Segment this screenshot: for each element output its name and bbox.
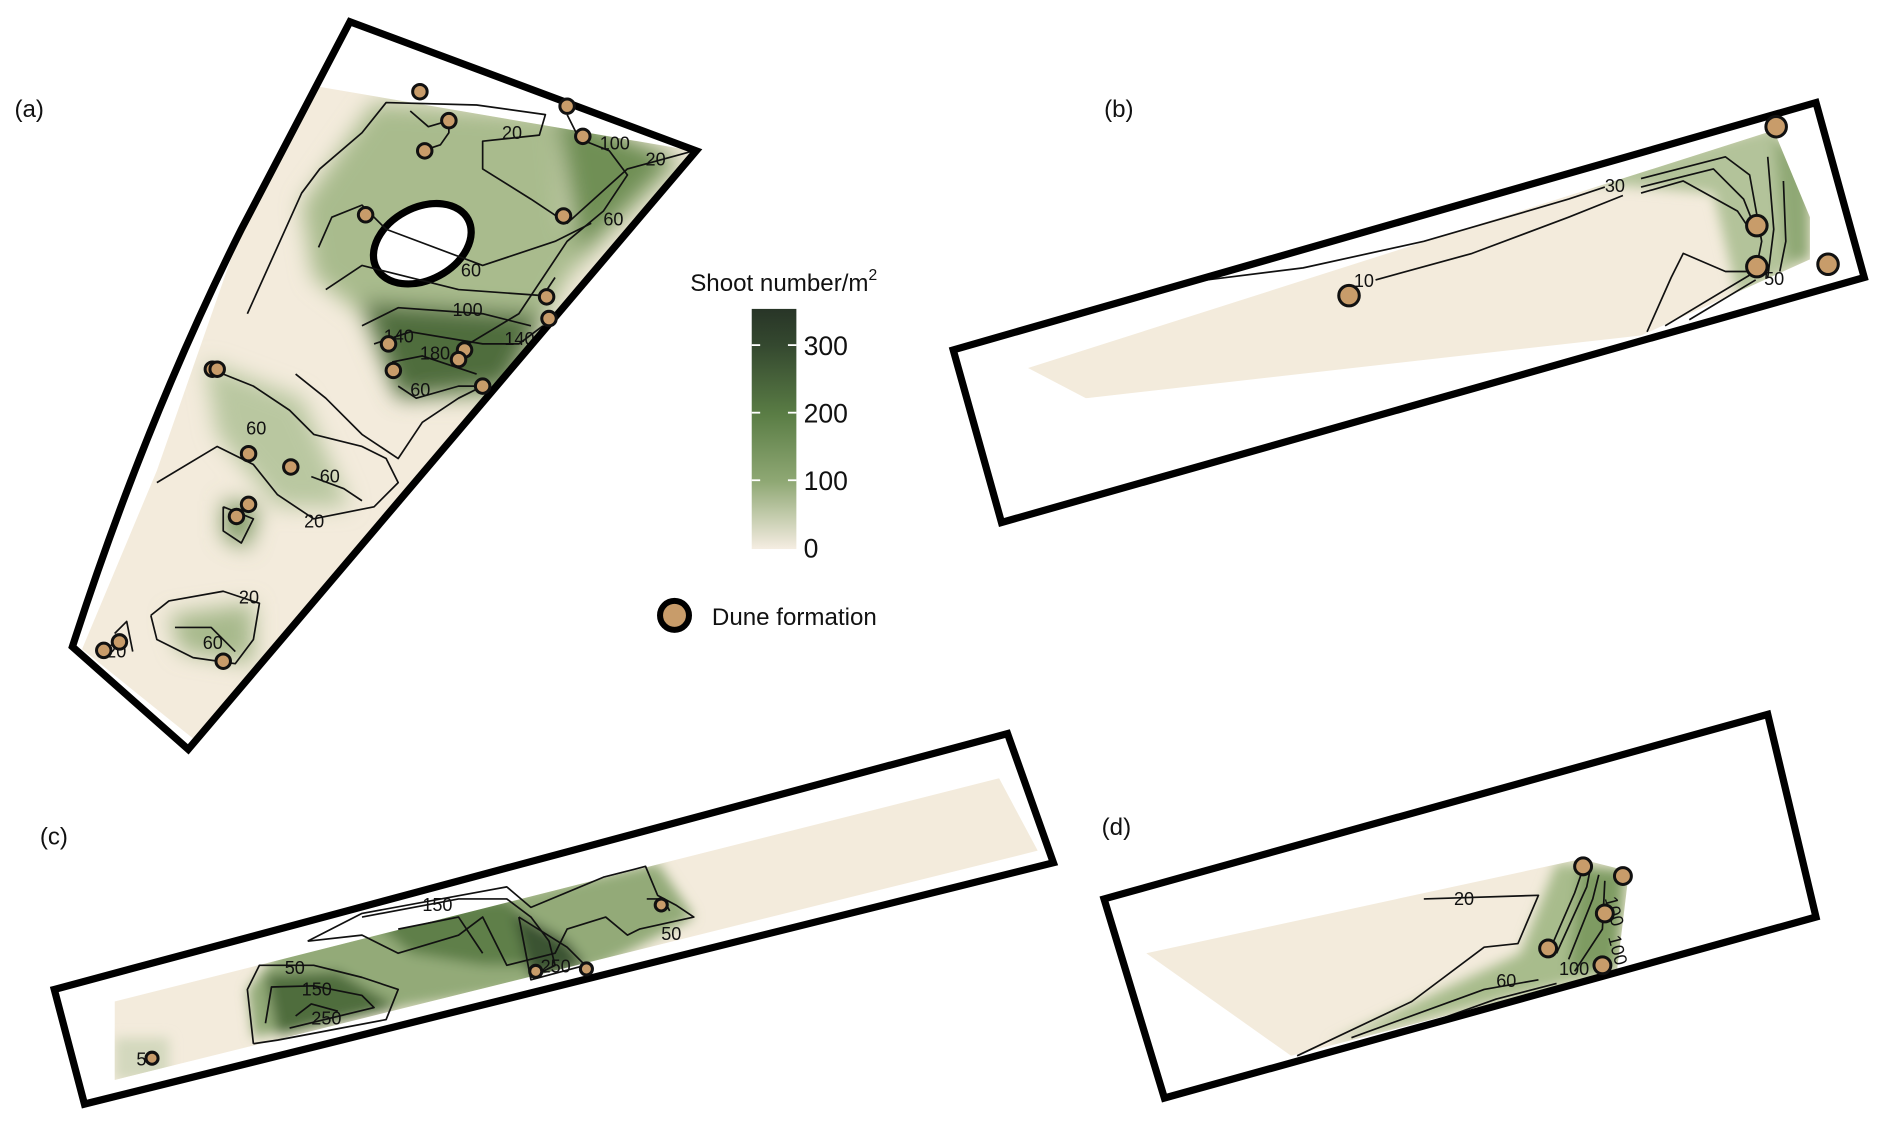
dune-formation-point (554, 207, 573, 225)
dune-formation-point (411, 82, 429, 101)
colorbar-tick-label: 100 (804, 466, 848, 496)
panel-d-dunes (1538, 856, 1633, 976)
contour-label: 10 (1354, 271, 1374, 291)
dune-formation-point (574, 127, 592, 146)
panel-d-boundary (1099, 709, 1821, 1103)
colorbar-tick-label: 300 (804, 331, 848, 361)
dune-formation-point (356, 206, 375, 224)
contour-label: 150 (422, 895, 452, 915)
contour-label: 60 (603, 210, 623, 230)
dune-formation-point (1592, 955, 1613, 976)
contour-label: 50 (661, 924, 681, 944)
colorbar-ticks (751, 344, 797, 482)
contour-label: 50 (1764, 269, 1784, 289)
panel-b-boundary (948, 98, 1869, 527)
colorbar-title: Shoot number/m2 (690, 267, 877, 297)
contour-label: 20 (1454, 889, 1474, 909)
dune-formation-point (473, 377, 492, 395)
panel-a-hole (369, 199, 475, 288)
panel-a-dunes (95, 82, 592, 670)
dune-formation-point (1612, 866, 1633, 886)
dune-formation-point (540, 309, 558, 328)
contour-label: 20 (304, 511, 324, 531)
dune-formation-point (1816, 252, 1840, 277)
contour-label: 50 (285, 958, 305, 978)
panel-c-dunes (144, 897, 669, 1066)
contour-label: 60 (1496, 971, 1516, 991)
dune-formation-point (144, 1050, 160, 1066)
contour-label: 100 (600, 134, 630, 154)
dune-formation-point (1745, 254, 1769, 279)
dune-formation-point (1337, 283, 1361, 308)
contour-label: 250 (311, 1008, 341, 1028)
colorbar (751, 308, 797, 550)
contour-label: 100 (1559, 959, 1589, 979)
dune-formation-point (282, 458, 300, 476)
dune-formation-point (239, 495, 258, 514)
dune-formation-point (239, 444, 258, 463)
panel-a-boundary (68, 17, 703, 755)
contour-label: 60 (203, 633, 223, 653)
panel-c-heatmap (114, 778, 1038, 1080)
dune-formation-point (1573, 856, 1594, 877)
contour-label: 180 (420, 344, 450, 364)
dune-formation-point (537, 288, 556, 306)
dune-formation-point (558, 97, 576, 115)
panel-c: (c) 150 50 50 150 250 250 50 (40, 729, 1059, 1109)
dune-formation-point (95, 641, 113, 660)
panel-c-label: (c) (40, 824, 68, 851)
dune-formation-point (208, 360, 226, 378)
contour-label: 20 (646, 149, 666, 169)
panel-d-label: (d) (1102, 814, 1132, 841)
colorbar-tick-label: 200 (804, 398, 848, 428)
legend: Shoot number/m2 0 100 200 300 Dune forma… (657, 267, 877, 633)
dune-formation-point (110, 633, 129, 651)
panel-a-contour-labels: 20 100 20 60 60 100 140 180 140 60 60 60… (106, 123, 665, 662)
dune-formation-point (415, 142, 434, 160)
panel-b-contours (1206, 156, 1787, 333)
panel-a-label: (a) (14, 96, 44, 123)
dune-formation-point (1745, 213, 1769, 238)
dune-formation-point (1538, 938, 1559, 959)
colorbar-tick-label: 0 (804, 533, 819, 563)
panel-c-boundary (49, 729, 1059, 1109)
panel-b-dunes (1337, 114, 1840, 308)
panel-b-label: (b) (1104, 96, 1134, 123)
dune-formation-point (1764, 114, 1788, 139)
contour-label: 30 (1605, 176, 1625, 196)
contour-label: 100 (452, 300, 482, 320)
dune-formation-marker-icon (657, 597, 693, 633)
legend-label: Dune formation (712, 604, 877, 631)
contour-label: 20 (502, 123, 522, 143)
contour-label: 150 (302, 979, 332, 999)
dune-formation-point (1594, 903, 1615, 924)
dune-formation-point (227, 507, 246, 526)
contour-label: 60 (410, 380, 430, 400)
contour-label: 20 (239, 587, 259, 607)
panel-a: (a) (14, 17, 703, 755)
contour-label: 250 (541, 957, 571, 977)
panel-d: (d) 20 60 100 100 100 (1099, 709, 1821, 1103)
dune-formation-point (384, 361, 403, 380)
contour-label: 60 (461, 260, 481, 280)
dune-formation-point (653, 897, 669, 913)
dune-formation-point (449, 350, 468, 369)
contour-label: 60 (320, 467, 340, 487)
dune-formation-point (214, 652, 232, 670)
contour-label: 60 (246, 418, 266, 438)
dune-formation-point (379, 335, 398, 353)
contour-label: 140 (504, 329, 534, 349)
panel-b: (b) 10 30 50 (948, 96, 1869, 527)
dune-formation-point (578, 961, 594, 977)
dune-formation-point (440, 111, 458, 130)
dune-formation-point (528, 963, 544, 979)
